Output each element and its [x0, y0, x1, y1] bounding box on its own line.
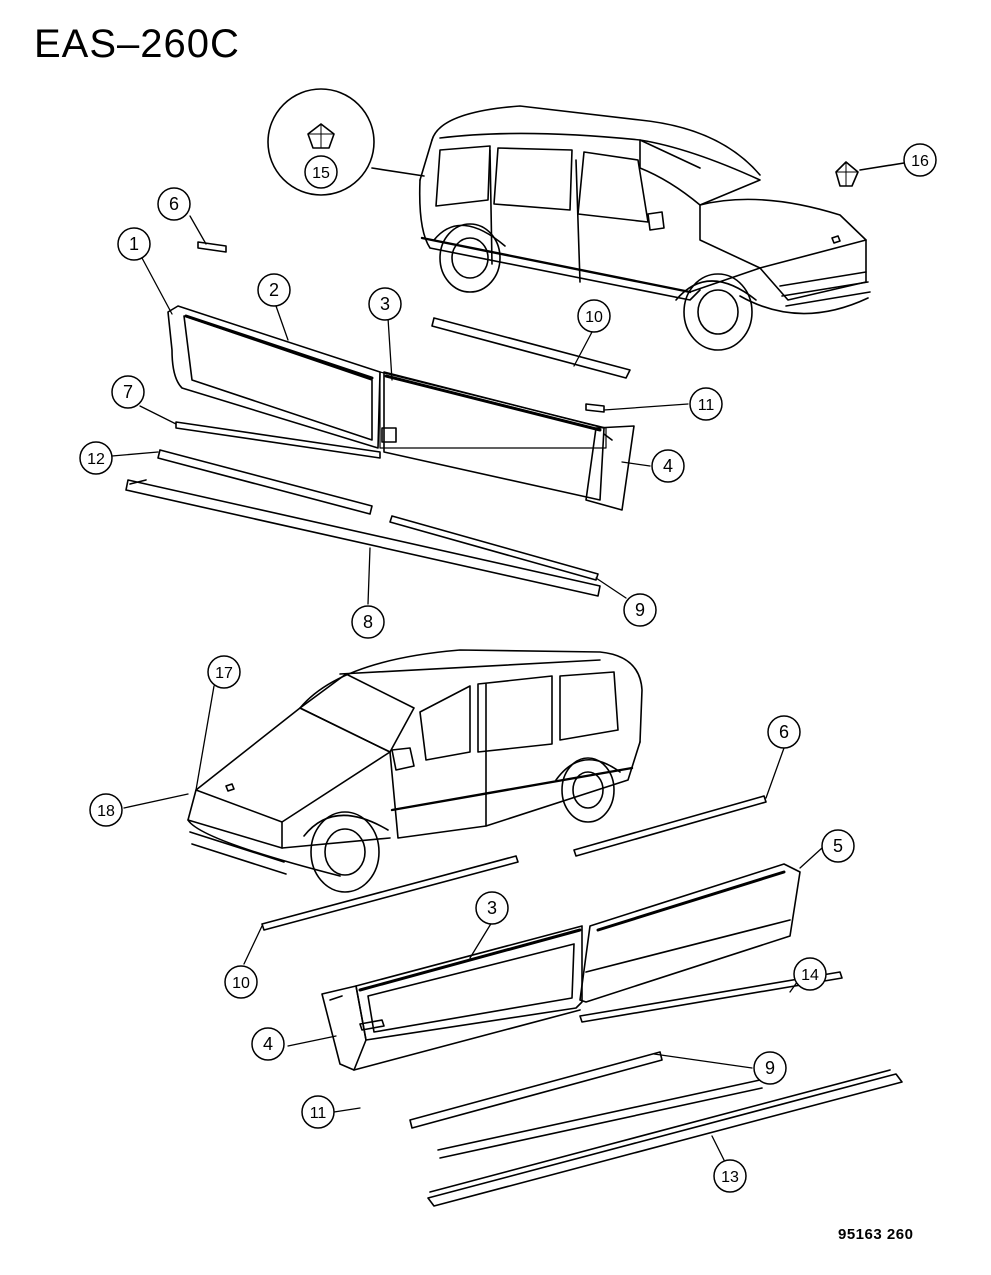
lower-moulding-assembly — [261, 795, 903, 1207]
callout-label: 7 — [123, 382, 133, 402]
callout-10: 10 — [224, 965, 258, 999]
callout-label: 3 — [380, 294, 390, 314]
callout-9: 9 — [623, 593, 657, 627]
callout-16: 16 — [903, 143, 937, 177]
part-16-badge — [835, 161, 905, 187]
callout-13: 13 — [713, 1159, 747, 1193]
callout-10: 10 — [577, 299, 611, 333]
callout-label: 11 — [698, 397, 715, 414]
callout-label: 6 — [779, 722, 789, 742]
callout-4: 4 — [251, 1027, 285, 1061]
callout-3: 3 — [368, 287, 402, 321]
callout-15: 15 — [304, 155, 338, 189]
callout-17: 17 — [207, 655, 241, 689]
callout-label: 13 — [721, 1169, 739, 1186]
callout-4: 4 — [651, 449, 685, 483]
callout-label: 11 — [310, 1105, 327, 1122]
callout-label: 16 — [911, 153, 929, 170]
callout-18: 18 — [89, 793, 123, 827]
callout-label: 17 — [215, 665, 233, 682]
callout-label: 9 — [765, 1058, 775, 1078]
callout-label: 5 — [833, 836, 843, 856]
callout-6: 6 — [767, 715, 801, 749]
van-rear-view — [418, 105, 871, 351]
callout-label: 18 — [97, 803, 115, 820]
callout-label: 12 — [87, 451, 105, 468]
callout-label: 8 — [363, 612, 373, 632]
callout-11: 11 — [301, 1095, 335, 1129]
van-front-view — [187, 649, 643, 893]
drawing-code: 95163 260 — [838, 1226, 914, 1243]
callout-label: 6 — [169, 194, 179, 214]
badge-detail-circle — [267, 88, 425, 196]
callout-label: 15 — [312, 165, 330, 182]
callout-label: 10 — [585, 309, 603, 326]
callout-2: 2 — [257, 273, 291, 307]
callout-12: 12 — [79, 441, 113, 475]
callout-label: 4 — [663, 456, 673, 476]
callout-label: 10 — [232, 975, 250, 992]
callout-3: 3 — [475, 891, 509, 925]
upper-moulding-assembly — [125, 241, 635, 597]
callout-11: 11 — [689, 387, 723, 421]
callout-label: 1 — [129, 234, 139, 254]
callout-label: 4 — [263, 1034, 273, 1054]
callout-7: 7 — [111, 375, 145, 409]
callout-8: 8 — [351, 605, 385, 639]
diagram-title: EAS–260C — [34, 22, 240, 66]
callout-label: 9 — [635, 600, 645, 620]
callout-label: 2 — [269, 280, 279, 300]
leader-lines — [111, 215, 823, 1161]
callout-6: 6 — [157, 187, 191, 221]
callout-9: 9 — [753, 1051, 787, 1085]
callout-5: 5 — [821, 829, 855, 863]
callout-label: 14 — [801, 967, 819, 984]
callout-14: 14 — [793, 957, 827, 991]
callout-1: 1 — [117, 227, 151, 261]
callout-label: 3 — [487, 898, 497, 918]
